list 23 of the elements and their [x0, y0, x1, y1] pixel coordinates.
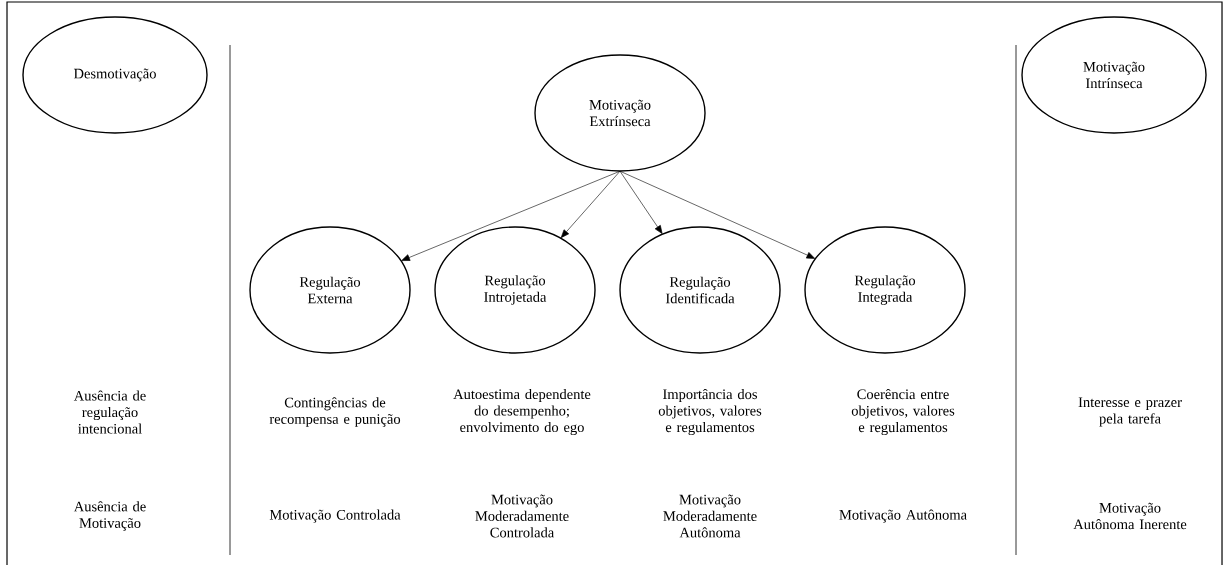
ellipse-node: Regulação Externa — [249, 226, 411, 354]
description-text: Motivação Autônoma — [839, 509, 967, 523]
ellipse-node: Regulação Integrada — [804, 226, 966, 354]
description-text: Coerência entre objetivos, valores e regulamentos — [851, 388, 955, 436]
arrow — [619, 170, 816, 259]
description-text: Ausência de regulação intencional — [73, 390, 146, 434]
arrow — [401, 170, 621, 261]
arrow — [619, 170, 663, 234]
ellipse-node: Regulação Identificada — [619, 226, 781, 354]
description-text: Contingências de recompensa e punição — [269, 397, 401, 427]
description-text: Importância dos objetivos, valores e regulamentos — [658, 388, 762, 436]
description-text: Interesse e prazer pela tarefa — [1078, 397, 1182, 427]
description-text: Ausência de Motivação — [73, 501, 146, 531]
description-text: Motivação Autônoma Inerente — [1073, 502, 1187, 530]
ellipse-node: Motivação Extrínseca — [534, 54, 706, 172]
ellipse-node: Motivação Intrínseca — [1021, 16, 1207, 134]
ellipse-node: Regulação Introjetada — [434, 226, 596, 354]
description-text: Motivação Moderadamente Autônoma — [663, 494, 757, 538]
ellipse-node: Desmotivação — [22, 16, 208, 134]
description-text: Autoestima dependente do desempenho; envolvimento do ego — [453, 388, 591, 436]
arrow — [560, 170, 621, 238]
description-text: Motivação Moderadamente Controlada — [475, 494, 569, 538]
description-text: Motivação Controlada — [269, 509, 401, 523]
